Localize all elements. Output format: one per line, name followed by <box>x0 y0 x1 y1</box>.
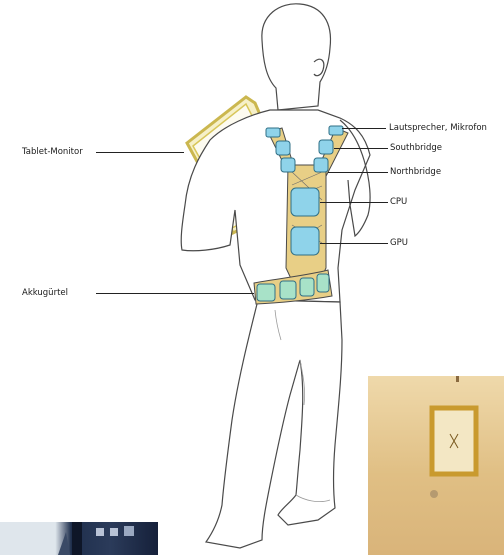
leader-northbridge <box>328 172 388 173</box>
label-southbridge: Southbridge <box>390 143 442 153</box>
southbridge-left-module <box>276 141 290 155</box>
label-battery-belt: Akkugürtel <box>22 288 68 298</box>
label-gpu: GPU <box>390 238 408 248</box>
label-cpu: CPU <box>390 197 407 207</box>
northbridge-right-module <box>314 158 328 172</box>
label-speaker-mic: Lautsprecher, Mikrofon <box>389 123 487 133</box>
speaker-mic-left-module <box>266 128 280 137</box>
speaker-mic-right-module <box>329 126 343 135</box>
northbridge-left-module <box>281 158 295 172</box>
leader-southbridge <box>334 148 388 149</box>
leader-tablet-monitor <box>96 152 184 153</box>
gpu-module <box>291 227 319 255</box>
label-tablet-monitor: Tablet-Monitor <box>22 147 83 157</box>
person-outline <box>181 4 370 548</box>
label-northbridge: Northbridge <box>390 167 441 177</box>
leader-battery-belt <box>96 293 254 294</box>
photo-thumbnail-wall <box>368 376 504 555</box>
leader-gpu <box>320 243 388 244</box>
cpu-module <box>291 188 319 216</box>
leader-speaker-mic <box>342 128 386 129</box>
southbridge-right-module <box>319 140 333 154</box>
photo-thumbnail-dark <box>0 522 158 555</box>
leader-cpu <box>320 202 388 203</box>
